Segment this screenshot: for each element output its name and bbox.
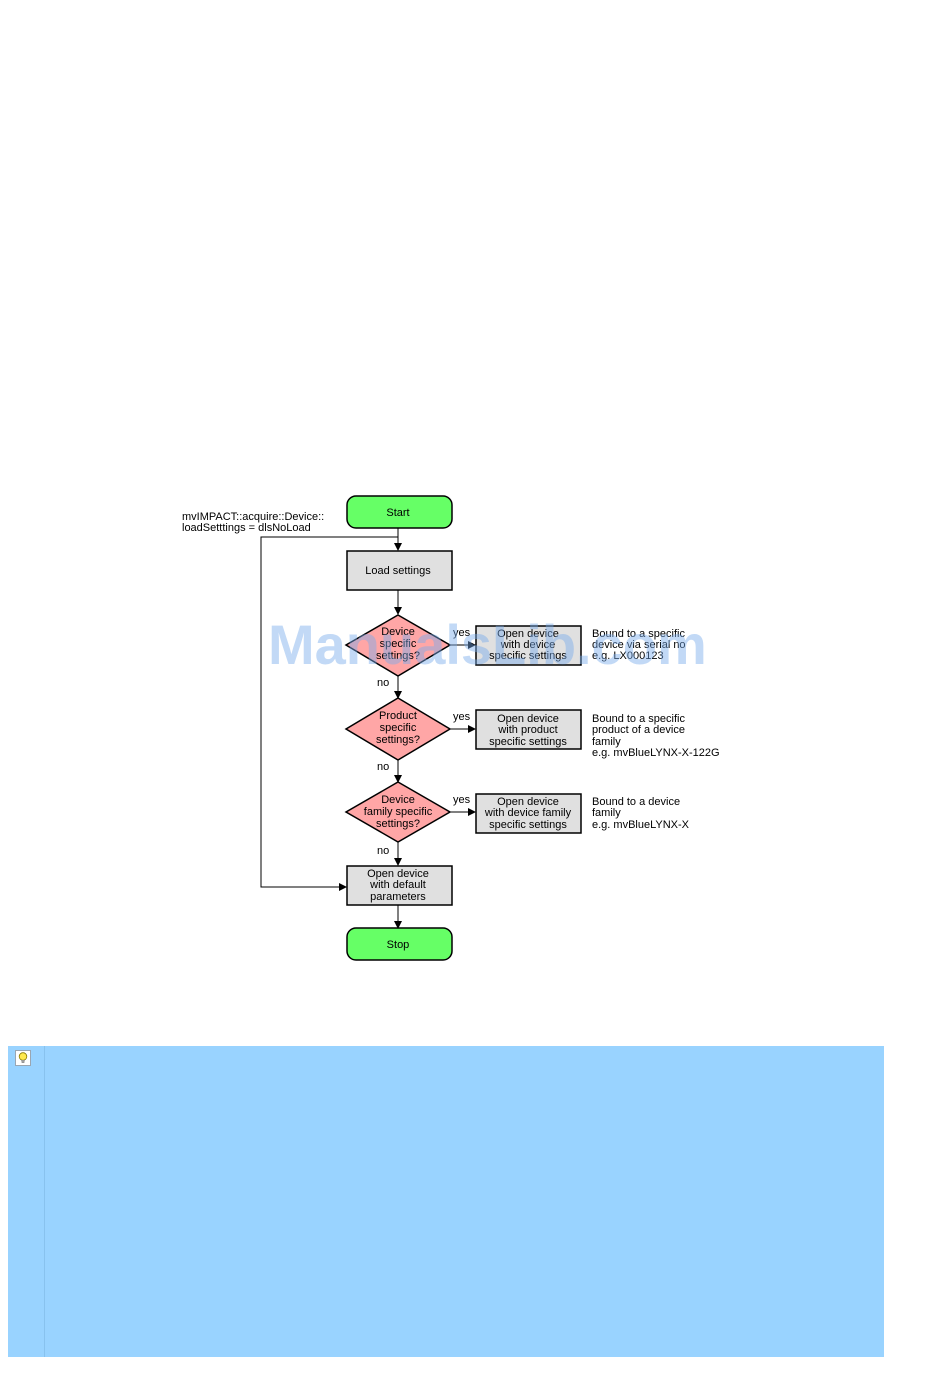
decision-3-line-2: family specific	[364, 806, 433, 818]
note-2-line-2: product of a device	[592, 724, 685, 736]
decision-2-line-3: settings?	[376, 734, 420, 746]
stop-terminal	[346, 927, 453, 961]
product-specific-decision	[344, 697, 452, 761]
note-2-line-4: e.g. mvBlueLYNX-X-122G	[592, 747, 720, 759]
action-2-line-2: with product	[497, 724, 557, 736]
note-2-line-3: family	[592, 736, 621, 748]
family-specific-decision	[344, 781, 452, 843]
decision-1-line-3: settings?	[376, 650, 420, 662]
note-1-line-2: device via serial no	[592, 639, 686, 651]
decision-1-yes: yes	[453, 627, 471, 639]
decision-3-yes: yes	[453, 794, 471, 806]
action-3-line-1: Open device	[497, 796, 559, 808]
decision-3-line-1: Device	[381, 794, 415, 806]
note-3-line-2: family	[592, 807, 621, 819]
note-1-line-1: Bound to a specific	[592, 628, 685, 640]
annotation-line-1: mvIMPACT::acquire::Device::	[182, 511, 324, 523]
annotation-line-2: loadSetttings = dlsNoLoad	[182, 522, 311, 534]
action-1-line-2: with device	[500, 639, 555, 651]
default-parameters-box	[346, 865, 453, 906]
note-3-line-3: e.g. mvBlueLYNX-X	[592, 819, 690, 831]
start-label: Start	[386, 507, 409, 519]
action-2-line-1: Open device	[497, 713, 559, 725]
decision-2-line-2: specific	[380, 722, 417, 734]
note-2-line-1: Bound to a specific	[592, 713, 685, 725]
action-2-line-3: specific settings	[489, 736, 567, 748]
device-specific-action-box	[475, 625, 582, 666]
action-3-line-3: specific settings	[489, 819, 567, 831]
start-terminal	[346, 495, 453, 529]
watermark: ManualsLib.com	[268, 613, 707, 676]
action-1-line-1: Open device	[497, 628, 559, 640]
note-1-line-3: e.g. LX000123	[592, 650, 664, 662]
action-1-line-3: specific settings	[489, 650, 567, 662]
decision-2-no: no	[377, 761, 389, 773]
family-specific-action-box	[475, 793, 582, 834]
decision-1-no: no	[377, 677, 389, 689]
decision-2-yes: yes	[453, 711, 471, 723]
default-line-2: with default	[369, 879, 426, 891]
decision-2-line-1: Product	[379, 710, 417, 722]
device-specific-decision	[344, 614, 452, 677]
settings-loading-flowchart: Start mvIMPACT::acquire::Device:: loadSe…	[182, 495, 720, 961]
decision-1-line-1: Device	[381, 626, 415, 638]
default-line-1: Open device	[367, 868, 429, 880]
note-panel	[8, 1046, 884, 1357]
load-settings-box	[346, 550, 453, 591]
note-gutter	[8, 1046, 45, 1357]
note-3-line-1: Bound to a device	[592, 796, 680, 808]
stop-label: Stop	[387, 939, 410, 951]
action-3-line-2: with device family	[484, 807, 572, 819]
decision-3-line-3: settings?	[376, 818, 420, 830]
lightbulb-icon	[15, 1050, 31, 1066]
flow-connectors	[260, 528, 476, 929]
decision-1-line-2: specific	[380, 638, 417, 650]
product-specific-action-box	[475, 709, 582, 750]
default-line-3: parameters	[370, 891, 426, 903]
decision-3-no: no	[377, 845, 389, 857]
load-settings-label: Load settings	[365, 565, 431, 577]
